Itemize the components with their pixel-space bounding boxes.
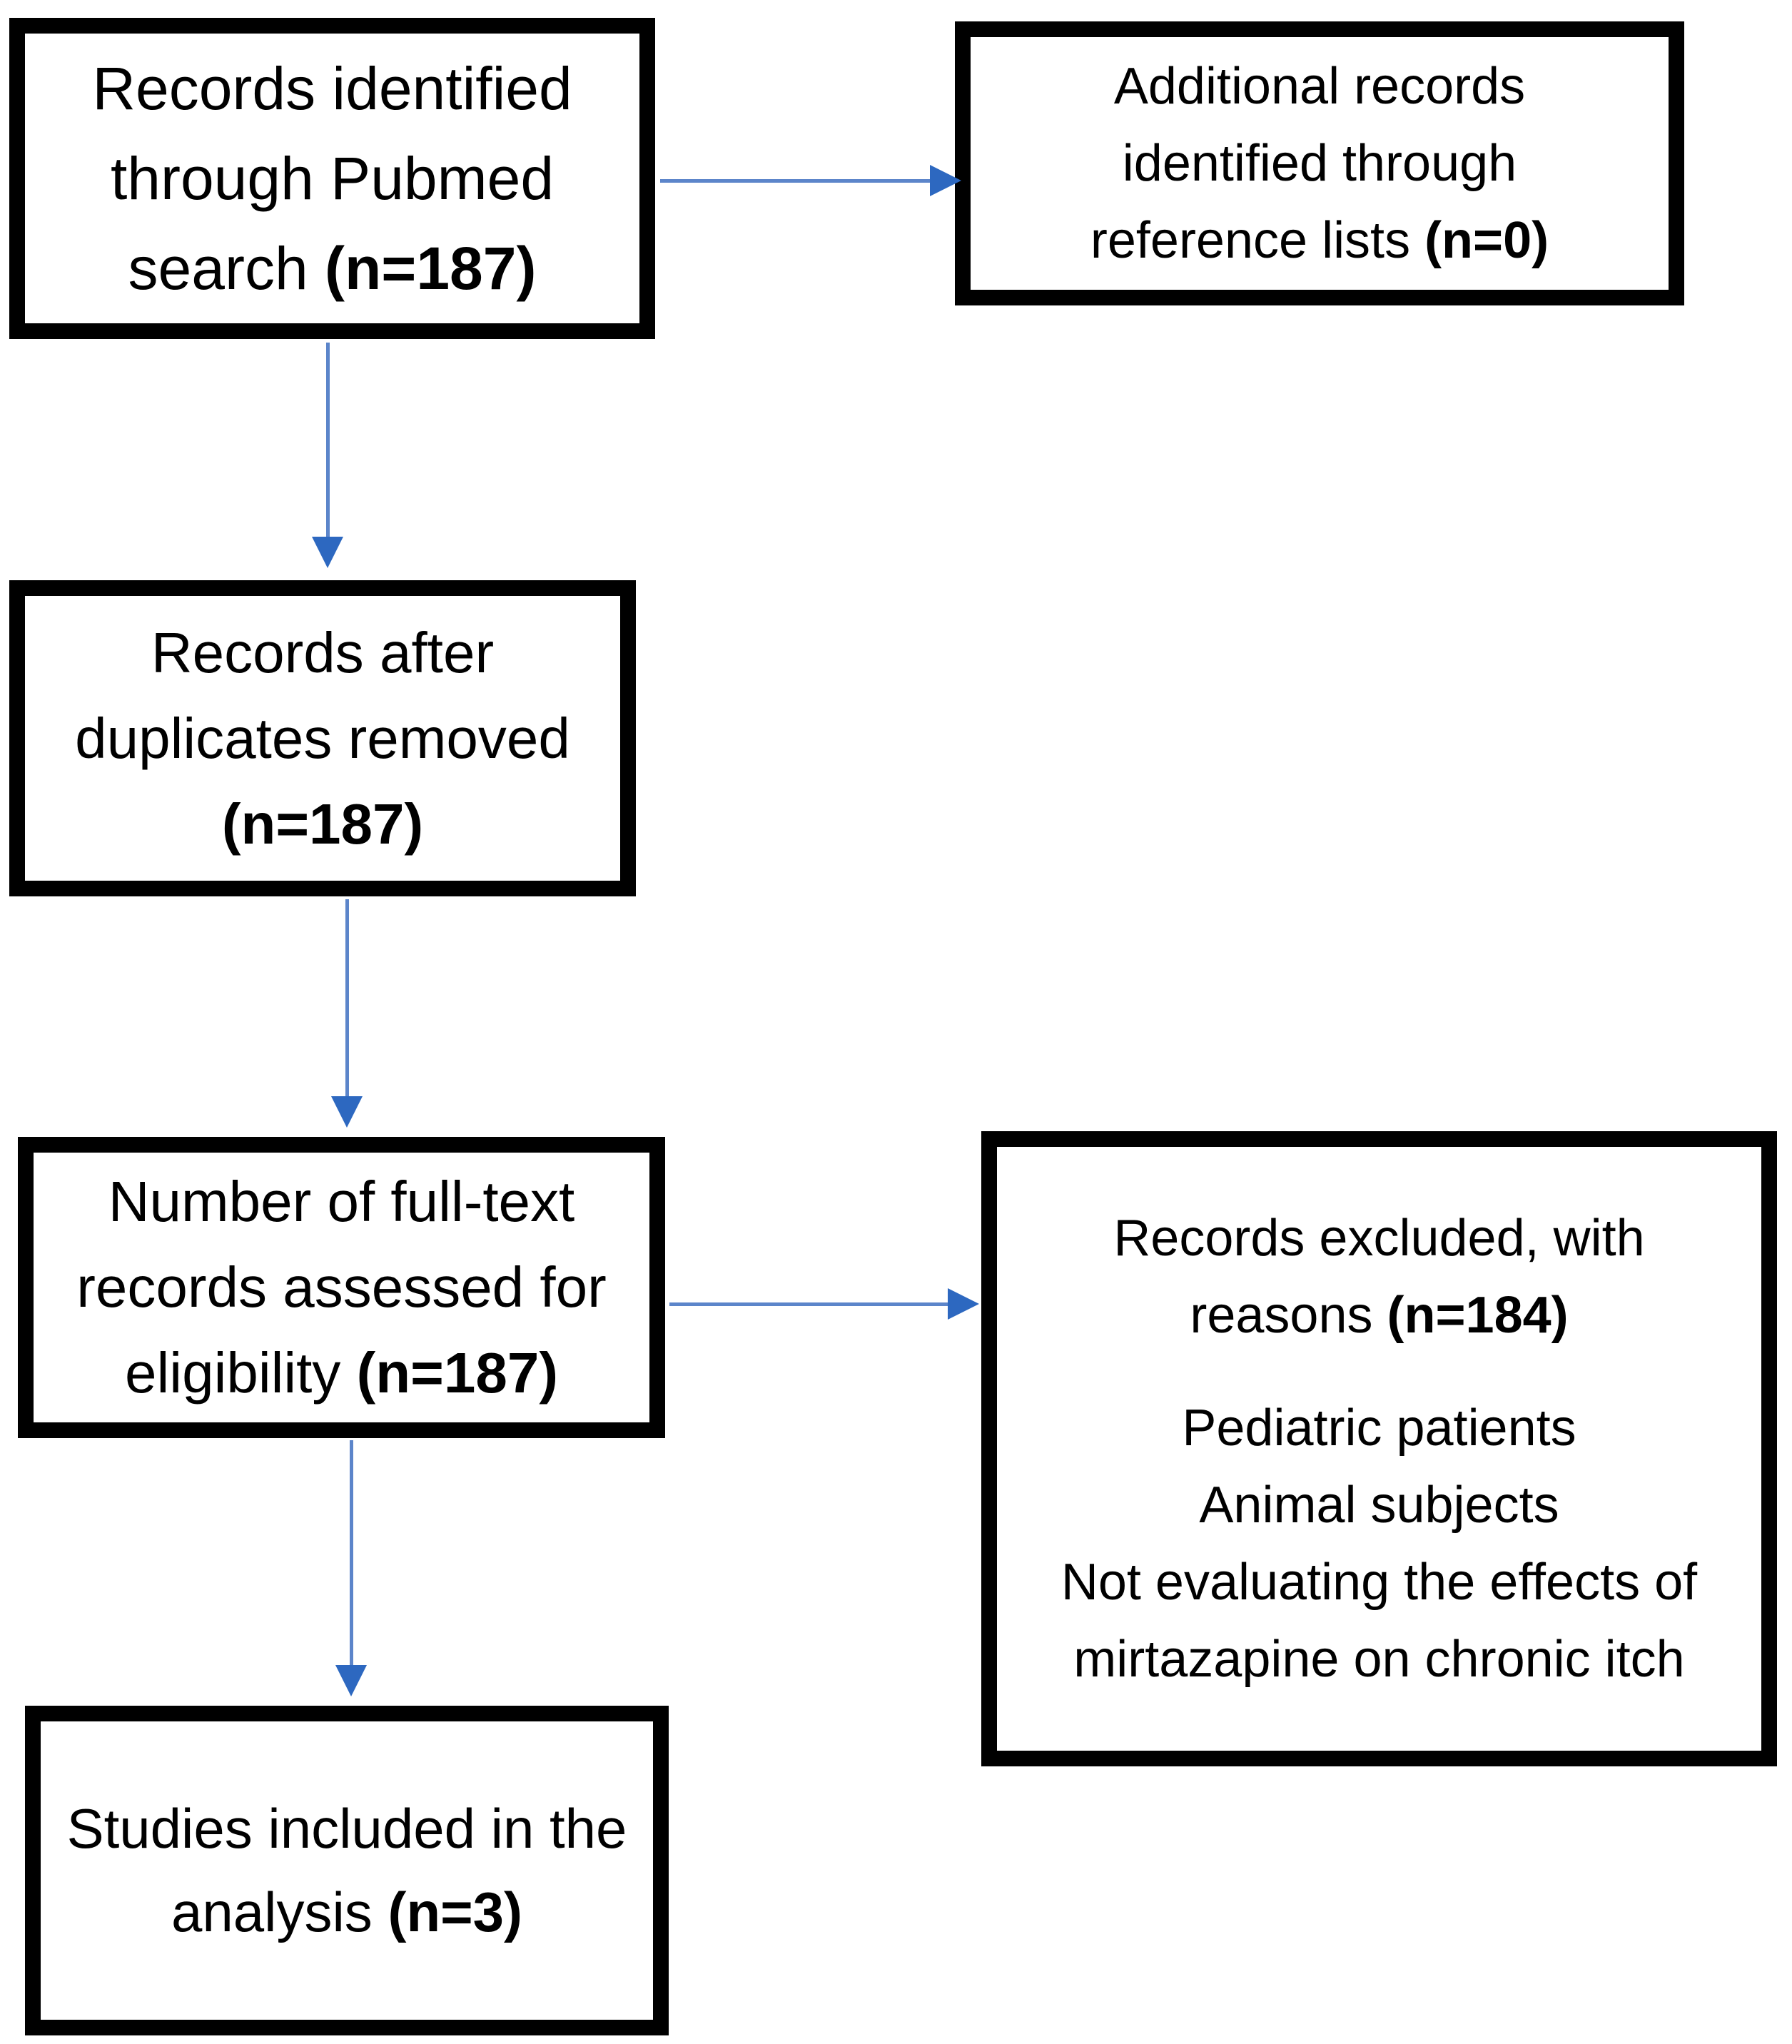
box-records-excluded-with-reasons: Records excluded, with reasons (n=184) P… [981, 1131, 1777, 1766]
box-text-line: Records excluded, with [1113, 1210, 1645, 1267]
flow-arrow-pubmed-to-duplicates [312, 343, 344, 568]
box-text-line: analysis (n=3) [171, 1881, 522, 1943]
arrowhead-down-icon [331, 1096, 363, 1128]
box-text-line: reasons (n=184) [1190, 1287, 1569, 1344]
arrowhead-right-icon [930, 165, 961, 196]
exclusion-reason: Pediatric patients [1182, 1400, 1576, 1457]
count-n184: (n=184) [1387, 1287, 1569, 1344]
box-text-line: records assessed for [76, 1255, 607, 1319]
box-fulltext-assessed-eligibility: Number of full-text records assessed for… [18, 1137, 665, 1438]
box-text-line: reference lists (n=0) [1090, 212, 1549, 269]
arrowhead-down-icon [312, 537, 343, 568]
box-text-line: Studies included in the [66, 1797, 627, 1860]
box-text-line: search (n=187) [128, 235, 537, 302]
box-text-line: Records identified [92, 55, 572, 122]
arrow-shaft [660, 179, 930, 183]
arrow-shaft [350, 1440, 353, 1665]
box-text-line: Number of full-text [108, 1170, 575, 1233]
exclusion-reason: mirtazapine on chronic itch [1073, 1631, 1685, 1688]
box-text-line: eligibility (n=187) [125, 1341, 558, 1405]
flow-arrow-fulltext-to-excluded [669, 1288, 979, 1320]
exclusion-reason: Animal subjects [1199, 1477, 1559, 1534]
box-text-line: duplicates removed [75, 706, 570, 770]
arrowhead-right-icon [948, 1288, 979, 1320]
box-records-identified-pubmed: Records identified through Pubmed search… [9, 18, 655, 339]
flow-arrow-duplicates-to-fulltext [331, 899, 363, 1128]
box-additional-records-reference-lists: Additional records identified through re… [955, 21, 1684, 305]
count-n187: (n=187) [356, 1341, 558, 1405]
box-text-line: Records after [151, 620, 495, 684]
count-n187: (n=187) [221, 791, 424, 856]
box-text-line: (n=187) [222, 781, 423, 867]
arrow-shaft [326, 343, 330, 537]
arrowhead-down-icon [335, 1665, 367, 1696]
arrow-shaft [669, 1302, 948, 1306]
box-text-line: through Pubmed [110, 145, 555, 212]
flow-arrow-fulltext-to-included [335, 1440, 368, 1696]
exclusion-reason: Not evaluating the effects of [1060, 1554, 1698, 1611]
box-text-line: Additional records [1113, 58, 1526, 115]
count-n187: (n=187) [325, 235, 537, 302]
flow-arrow-pubmed-to-additional [660, 165, 961, 196]
count-n3: (n=3) [388, 1881, 522, 1943]
count-n0: (n=0) [1424, 212, 1549, 269]
box-records-after-duplicates-removed: Records after duplicates removed (n=187) [9, 580, 636, 896]
arrow-shaft [345, 899, 349, 1096]
box-text-line: identified through [1122, 135, 1517, 192]
box-studies-included-analysis: Studies included in the analysis (n=3) [25, 1706, 669, 2035]
